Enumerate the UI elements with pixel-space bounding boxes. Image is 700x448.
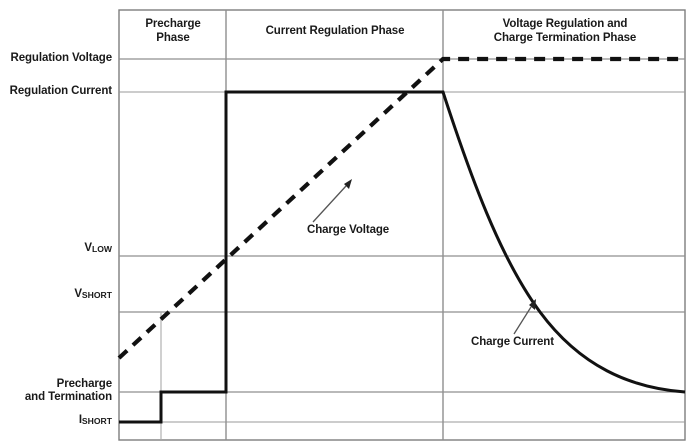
charge-voltage-leader	[312, 179, 352, 223]
axis-label-i-short-sub: SHORT	[81, 416, 112, 426]
charge-current-curve	[119, 90, 686, 424]
plot-border	[118, 9, 686, 441]
annotation-charge-current: Charge Current	[471, 336, 554, 348]
axis-label-v-short-sub: SHORT	[81, 290, 112, 300]
charge-voltage-curve	[117, 56, 685, 360]
axis-label-v-short-base: V	[74, 288, 82, 300]
axis-label-precharge-termination-line2: and Termination	[24, 390, 112, 403]
axis-label-precharge-termination-line1: Precharge	[56, 378, 112, 390]
phase-title-precharge-line1: Precharge	[145, 18, 201, 30]
phase-title-precharge: Precharge Phase	[128, 17, 218, 45]
phase-title-voltage-regulation: Voltage Regulation and Charge Terminatio…	[452, 17, 678, 45]
phase-title-precharge-line2: Phase	[156, 32, 190, 45]
axis-label-v-short: VSHORT	[0, 288, 112, 301]
axis-label-i-short: ISHORT	[0, 414, 112, 427]
charge-current-leader	[513, 299, 536, 335]
axis-label-regulation-voltage: Regulation Voltage	[10, 52, 113, 64]
annotation-charge-voltage: Charge Voltage	[307, 224, 390, 236]
axis-label-v-low: VLOW	[0, 242, 112, 255]
axis-label-v-low-sub: LOW	[91, 244, 112, 254]
phase-title-voltage-regulation-line2: Charge Termination Phase	[493, 32, 637, 45]
phase-title-current-regulation: Current Regulation Phase	[234, 24, 436, 38]
axis-label-regulation-current: Regulation Current	[9, 85, 112, 97]
axis-label-i-short-base: I	[78, 414, 82, 426]
axis-label-v-low-base: V	[84, 242, 92, 254]
axis-label-precharge-termination: Precharge and Termination	[0, 378, 112, 404]
phase-title-voltage-regulation-line1: Voltage Regulation and	[502, 18, 628, 30]
phase-title-current-regulation-line1: Current Regulation Phase	[265, 25, 405, 37]
